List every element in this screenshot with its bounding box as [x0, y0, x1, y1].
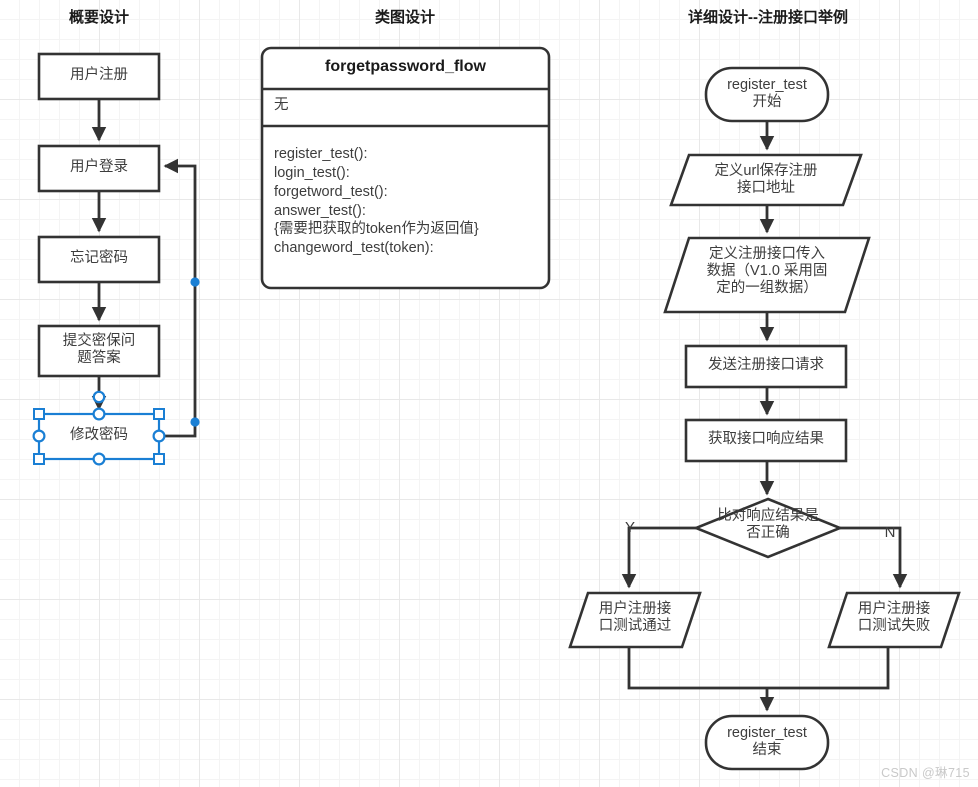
edge-endpoint-source — [92, 390, 106, 404]
shape-get-response — [684, 418, 848, 463]
selection-overlay — [32, 277, 200, 466]
edge-waypoint-upper — [190, 277, 200, 287]
shape-user-login — [37, 144, 161, 193]
shape-register-test-end — [704, 714, 830, 771]
edge-check-yes — [621, 526, 696, 589]
shape-user-register — [37, 52, 161, 101]
resize-handle-se — [153, 453, 165, 465]
class-box — [260, 46, 551, 290]
edge-check-no — [840, 526, 908, 589]
edge-pass-to-end — [627, 647, 767, 690]
shape-register-test-start — [704, 66, 830, 123]
edge-fail-to-end — [767, 647, 890, 690]
shape-define-data — [663, 236, 871, 314]
watermark: CSDN @琳715 — [881, 766, 970, 780]
shape-send-request — [684, 344, 848, 389]
shape-test-pass — [568, 591, 702, 649]
shape-forgot-pwd — [37, 235, 161, 284]
resize-handle-e — [152, 429, 166, 443]
shape-define-url — [669, 153, 863, 207]
shape-change-pwd — [37, 412, 161, 461]
edge-change-to-login — [159, 158, 197, 438]
resize-handle-s — [92, 452, 106, 466]
resize-handle-sw — [33, 453, 45, 465]
edge-waypoint-lower — [190, 417, 200, 427]
shape-compare-result — [692, 497, 844, 559]
shape-submit-answer — [37, 324, 161, 378]
resize-handle-nw — [33, 408, 45, 420]
shape-test-fail — [827, 591, 961, 649]
resize-handle-n — [92, 407, 106, 421]
resize-handle-w — [32, 429, 46, 443]
resize-handle-ne — [153, 408, 165, 420]
